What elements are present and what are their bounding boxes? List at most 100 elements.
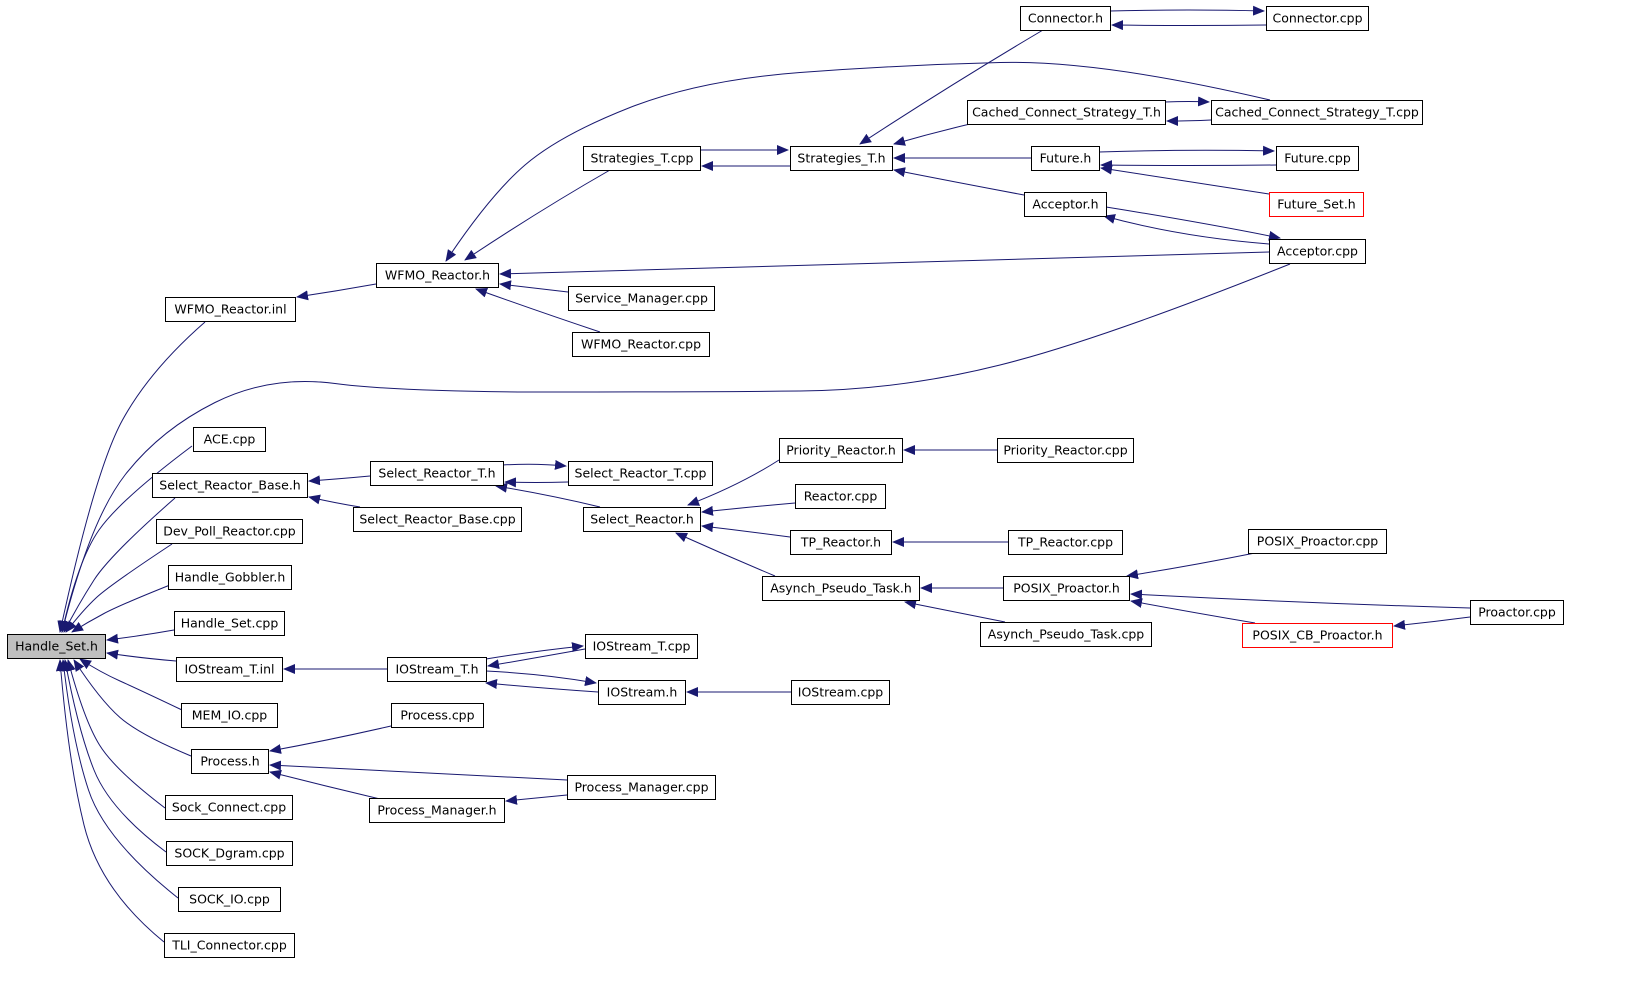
edge-select-reactor-t-cpp-to-select-reactor-t-h: [504, 477, 569, 488]
node-select-reactor-t-h[interactable]: Select_Reactor_T.h: [370, 461, 504, 486]
node-ace-cpp[interactable]: ACE.cpp: [193, 427, 266, 452]
node-select-reactor-t-cpp[interactable]: Select_Reactor_T.cpp: [568, 461, 713, 486]
node-box: [369, 798, 505, 823]
node-label: Sock_Connect.cpp: [172, 800, 286, 815]
node-strategies-t-cpp[interactable]: Strategies_T.cpp: [583, 146, 701, 171]
node-label: Acceptor.cpp: [1277, 244, 1358, 259]
node-box: [583, 507, 701, 532]
node-wfmo-reactor-h[interactable]: WFMO_Reactor.h: [376, 263, 499, 288]
node-box: [370, 461, 504, 486]
node-posix-cb-proactor-h[interactable]: POSIX_CB_Proactor.h: [1242, 623, 1393, 648]
node-acceptor-h[interactable]: Acceptor.h: [1024, 192, 1107, 217]
node-asynch-pseudo-task-h[interactable]: Asynch_Pseudo_Task.h: [762, 576, 920, 601]
edge-iostream-t-inl-to-handle-set-h: [106, 649, 177, 662]
node-proactor-cpp[interactable]: Proactor.cpp: [1470, 600, 1564, 625]
edge-connector-h-to-connector-cpp: [1109, 5, 1265, 16]
node-label: IOStream_T.h: [395, 662, 478, 677]
node-priority-reactor-cpp[interactable]: Priority_Reactor.cpp: [997, 438, 1134, 463]
node-label: Proactor.cpp: [1478, 605, 1556, 620]
node-service-manager-cpp[interactable]: Service_Manager.cpp: [568, 286, 715, 311]
node-label: Future_Set.h: [1277, 197, 1355, 212]
node-box: [791, 680, 890, 705]
node-label: Strategies_T.cpp: [591, 151, 694, 166]
node-iostream-t-inl[interactable]: IOStream_T.inl: [176, 657, 283, 682]
node-sock-dgram-cpp[interactable]: SOCK_Dgram.cpp: [166, 841, 293, 866]
edge-acceptor-cpp-to-acceptor-h: [1103, 214, 1270, 245]
node-box: [1024, 192, 1107, 217]
node-label: Process_Manager.cpp: [574, 780, 708, 795]
node-box: [376, 263, 499, 288]
node-label: Service_Manager.cpp: [575, 291, 708, 306]
node-future-h[interactable]: Future.h: [1031, 146, 1100, 171]
node-connector-cpp[interactable]: Connector.cpp: [1266, 6, 1369, 31]
node-box: [165, 795, 293, 820]
node-process-manager-cpp[interactable]: Process_Manager.cpp: [567, 775, 716, 800]
node-label: Cached_Connect_Strategy_T.h: [972, 105, 1161, 120]
node-label: Asynch_Pseudo_Task.cpp: [988, 627, 1144, 642]
node-process-manager-h[interactable]: Process_Manager.h: [369, 798, 505, 823]
edge-wfmo-reactor-cpp-to-wfmo-reactor-h: [475, 288, 601, 333]
node-future-cpp[interactable]: Future.cpp: [1276, 146, 1359, 171]
node-handle-set-h[interactable]: Handle_Set.h: [7, 634, 106, 659]
node-box: [1031, 146, 1100, 171]
node-sock-connect-cpp[interactable]: Sock_Connect.cpp: [165, 795, 293, 820]
edge-wfmo-reactor-inl-to-handle-set-h: [57, 321, 206, 633]
node-box: [1269, 192, 1364, 217]
node-box: [166, 841, 293, 866]
node-iostream-h[interactable]: IOStream.h: [598, 680, 686, 705]
node-box: [568, 461, 713, 486]
node-posix-proactor-h[interactable]: POSIX_Proactor.h: [1003, 576, 1130, 601]
edge-handle-gobbler-h-to-handle-set-h: [71, 584, 171, 633]
edge-sock-connect-cpp-to-handle-set-h: [66, 659, 166, 809]
node-cached-connect-strategy-t-h[interactable]: Cached_Connect_Strategy_T.h: [967, 100, 1166, 125]
node-iostream-t-h[interactable]: IOStream_T.h: [387, 657, 487, 682]
edge-iostream-t-h-to-iostream-h: [485, 670, 597, 687]
node-label: WFMO_Reactor.inl: [174, 302, 286, 317]
node-sock-io-cpp[interactable]: SOCK_IO.cpp: [178, 887, 281, 912]
node-process-cpp[interactable]: Process.cpp: [391, 703, 484, 728]
node-label: Process.cpp: [400, 708, 474, 723]
node-asynch-pseudo-task-cpp[interactable]: Asynch_Pseudo_Task.cpp: [980, 622, 1152, 647]
edge-asynch-pseudo-task-cpp-to-asynch-pseudo-task-h: [904, 599, 1006, 623]
edge-cached-connect-strategy-t-h-to-strategies-t-h: [893, 123, 971, 146]
node-label: SOCK_Dgram.cpp: [174, 846, 284, 861]
node-wfmo-reactor-cpp[interactable]: WFMO_Reactor.cpp: [572, 332, 710, 357]
node-select-reactor-base-h[interactable]: Select_Reactor_Base.h: [152, 473, 308, 498]
node-tp-reactor-h[interactable]: TP_Reactor.h: [790, 530, 892, 555]
node-acceptor-cpp[interactable]: Acceptor.cpp: [1269, 239, 1366, 264]
node-label: POSIX_CB_Proactor.h: [1252, 628, 1382, 643]
node-label: Select_Reactor.h: [590, 512, 694, 527]
edge-handle-set-cpp-to-handle-set-h: [106, 629, 175, 644]
node-strategies-t-h[interactable]: Strategies_T.h: [790, 146, 893, 171]
node-wfmo-reactor-inl[interactable]: WFMO_Reactor.inl: [165, 297, 296, 322]
edge-cached-connect-strategy-t-h-to-cached-connect-strategy-t-cpp: [1164, 96, 1210, 107]
edge-cached-connect-strategy-t-cpp-to-cached-connect-strategy-t-h: [1166, 115, 1212, 126]
node-future-set-h[interactable]: Future_Set.h: [1269, 192, 1364, 217]
node-priority-reactor-h[interactable]: Priority_Reactor.h: [779, 438, 903, 463]
node-label: Acceptor.h: [1032, 197, 1098, 212]
node-select-reactor-h[interactable]: Select_Reactor.h: [583, 507, 701, 532]
node-posix-proactor-cpp[interactable]: POSIX_Proactor.cpp: [1248, 529, 1387, 554]
node-reactor-cpp[interactable]: Reactor.cpp: [795, 484, 886, 509]
node-label: Future.h: [1040, 151, 1092, 166]
node-cached-connect-strategy-t-cpp[interactable]: Cached_Connect_Strategy_T.cpp: [1211, 100, 1423, 125]
node-label: Handle_Set.h: [15, 639, 98, 654]
node-connector-h[interactable]: Connector.h: [1020, 6, 1111, 31]
node-iostream-t-cpp[interactable]: IOStream_T.cpp: [585, 634, 698, 659]
node-mem-io-cpp[interactable]: MEM_IO.cpp: [181, 703, 278, 728]
node-handle-set-cpp[interactable]: Handle_Set.cpp: [174, 611, 285, 636]
node-label: Process.h: [200, 754, 259, 769]
node-iostream-cpp[interactable]: IOStream.cpp: [791, 680, 890, 705]
node-process-h[interactable]: Process.h: [191, 749, 269, 774]
node-label: Handle_Gobbler.h: [175, 570, 286, 585]
node-tp-reactor-cpp[interactable]: TP_Reactor.cpp: [1008, 530, 1123, 555]
edge-process-manager-cpp-to-process-manager-h: [505, 794, 568, 805]
edge-priority-reactor-h-to-select-reactor-h: [687, 459, 780, 506]
node-handle-gobbler-h[interactable]: Handle_Gobbler.h: [168, 565, 292, 590]
node-label: POSIX_Proactor.h: [1013, 581, 1120, 596]
node-select-reactor-base-cpp[interactable]: Select_Reactor_Base.cpp: [353, 507, 522, 532]
node-dev-poll-reactor-cpp[interactable]: Dev_Poll_Reactor.cpp: [156, 519, 303, 544]
node-box: [1020, 6, 1111, 31]
node-tli-connector-cpp[interactable]: TLI_Connector.cpp: [164, 933, 295, 958]
edge-acceptor-cpp-to-wfmo-reactor-h: [499, 251, 1270, 279]
